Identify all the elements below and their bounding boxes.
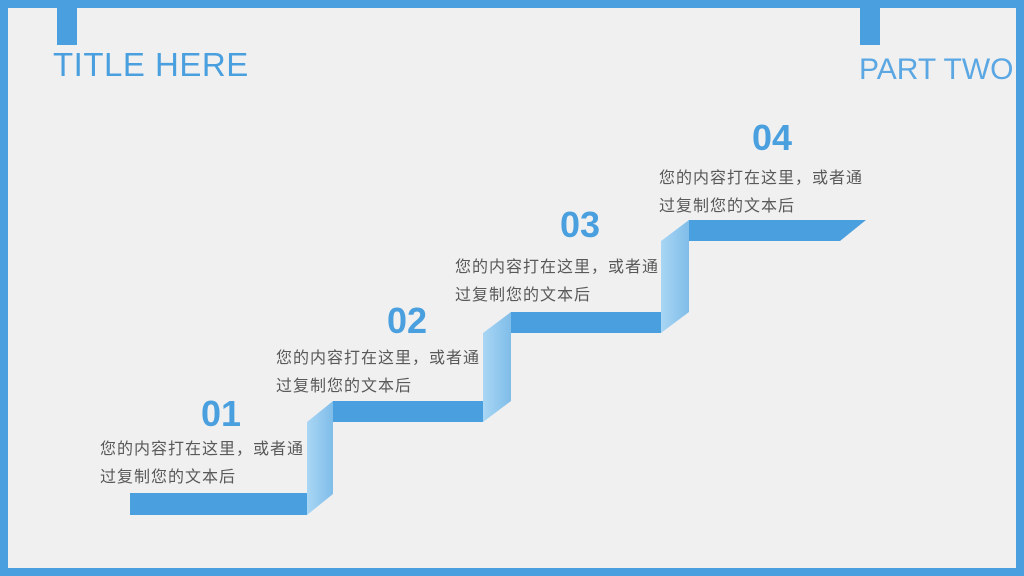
step-text-04: 您的内容打在这里，或者通过复制您的文本后 <box>659 168 864 215</box>
stair-riser-1 <box>307 401 333 515</box>
step-text-02: 您的内容打在这里，或者通过复制您的文本后 <box>276 348 481 395</box>
staircase-graphic <box>130 220 866 515</box>
stair-tread-4 <box>689 220 866 241</box>
step-number-03: 03 <box>560 204 601 245</box>
stair-riser-3 <box>661 220 689 333</box>
step-number-01: 01 <box>201 393 242 434</box>
step-number-02: 02 <box>387 300 428 341</box>
part-label: PART TWO <box>859 53 1014 86</box>
slide-title: TITLE HERE <box>53 46 249 83</box>
right-tab-marker <box>860 8 880 45</box>
step-text-01: 您的内容打在这里，或者通过复制您的文本后 <box>100 439 305 486</box>
stair-riser-2 <box>483 312 511 422</box>
stair-tread-2 <box>333 401 483 422</box>
stair-tread-3 <box>511 312 661 333</box>
left-tab-marker <box>57 8 77 45</box>
slide: TITLE HERE PART TWO 01 您的内容打在这里，或者通过复制您的… <box>8 8 1016 568</box>
step-number-04: 04 <box>752 117 793 158</box>
stair-tread-1 <box>130 493 307 515</box>
step-text-03: 您的内容打在这里，或者通过复制您的文本后 <box>455 257 660 304</box>
